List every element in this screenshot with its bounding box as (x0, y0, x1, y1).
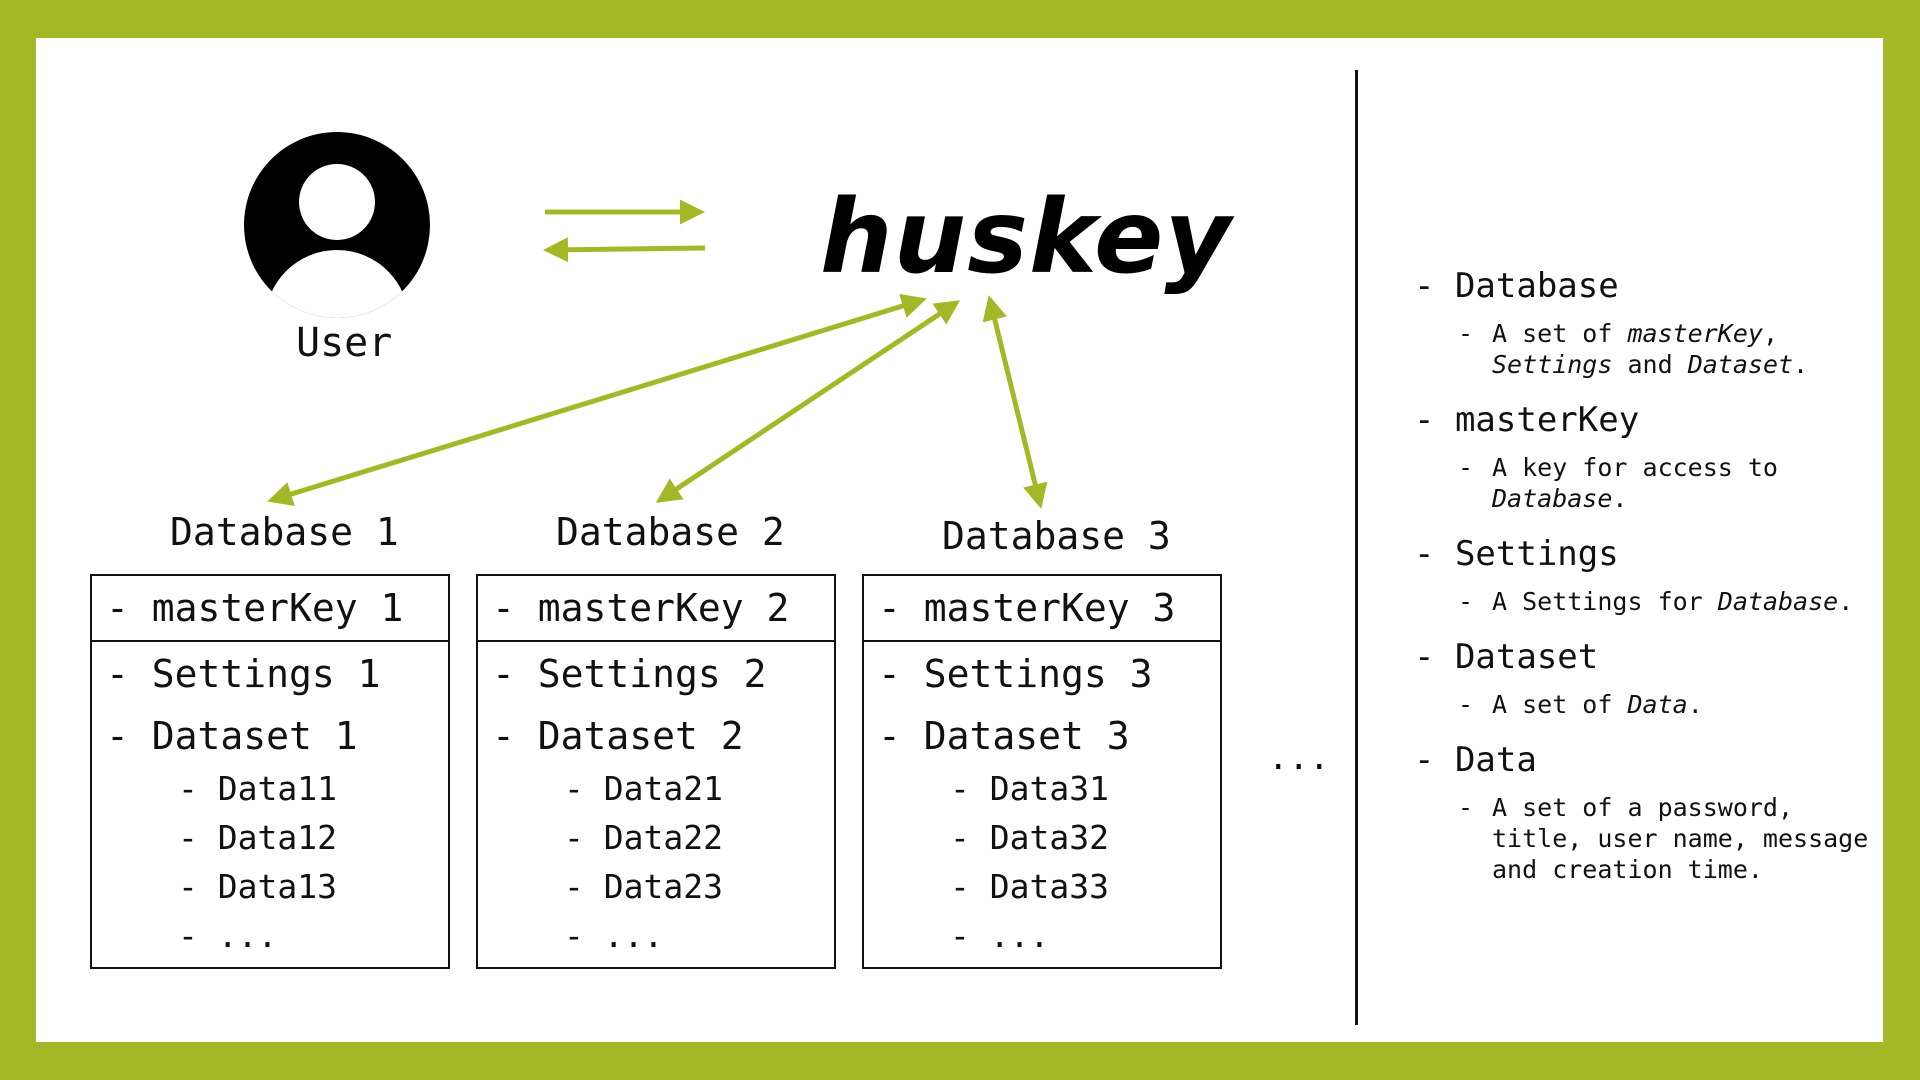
legend-text: and (1612, 350, 1688, 379)
legend-emphasis: Data (1627, 690, 1688, 719)
database-3-masterkey: - masterKey 3 (864, 576, 1220, 642)
legend-term: - masterKey (1414, 400, 1640, 440)
list-item: - Data22 (564, 818, 723, 857)
legend-description: -A set of masterKey, Settings and Datase… (1458, 319, 1809, 379)
list-item: - Data21 (564, 769, 723, 808)
database-1-settings: - Settings 1 (106, 652, 381, 696)
huskey-logo: huskey (820, 178, 1232, 297)
legend-text: A Settings for (1492, 587, 1718, 616)
database-3-dataset: - Dataset 3 (878, 714, 1130, 758)
legend-emphasis: masterKey (1627, 319, 1763, 348)
legend-text: . (1687, 690, 1703, 719)
legend-text: . (1838, 587, 1854, 616)
user-avatar-icon (244, 132, 430, 318)
legend-emphasis: Database (1492, 484, 1613, 513)
legend-term: - Dataset (1414, 637, 1599, 677)
database-2-title: Database 2 (556, 510, 785, 554)
list-item: - Data13 (178, 867, 337, 906)
legend-emphasis: Database (1717, 587, 1839, 616)
legend-term: - Settings (1414, 534, 1619, 574)
legend-description: -A key for access to Database. (1458, 453, 1778, 513)
list-item: - ... (178, 916, 278, 955)
list-item: - Data12 (178, 818, 337, 857)
vertical-divider (1355, 70, 1358, 1025)
database-1-masterkey: - masterKey 1 (92, 576, 448, 642)
legend-emphasis: Settings (1492, 350, 1613, 379)
legend-text: A set of (1492, 319, 1628, 348)
legend-term: - Database (1414, 266, 1619, 306)
list-item: - Data11 (178, 769, 337, 808)
list-item: - ... (564, 916, 664, 955)
list-item: - Data23 (564, 867, 723, 906)
legend-emphasis: Dataset (1687, 350, 1794, 379)
list-item: - ... (950, 916, 1050, 955)
database-1-box: - masterKey 1 - Settings 1 - Dataset 1 -… (90, 574, 450, 969)
database-2-box: - masterKey 2 - Settings 2 - Dataset 2 -… (476, 574, 836, 969)
legend-description: -A set of Data. (1458, 690, 1703, 719)
database-2-masterkey: - masterKey 2 (478, 576, 834, 642)
database-3-box: - masterKey 3 - Settings 3 - Dataset 3 -… (862, 574, 1222, 969)
legend-term: - Data (1414, 740, 1537, 780)
legend-text: . (1612, 484, 1628, 513)
more-databases-indicator: ... (1268, 738, 1330, 778)
legend-description: -A set of a password, title, user name, … (1458, 793, 1869, 884)
list-item: - Data32 (950, 818, 1109, 857)
legend-text: A set of a password, title, user name, m… (1492, 793, 1869, 884)
legend-text: A key for access to (1492, 453, 1778, 482)
legend-description: -A Settings for Database. (1458, 587, 1854, 616)
database-1-title: Database 1 (170, 510, 399, 554)
user-label: User (296, 320, 393, 366)
database-3-title: Database 3 (942, 514, 1171, 558)
database-3-settings: - Settings 3 (878, 652, 1153, 696)
list-item: - Data33 (950, 867, 1109, 906)
legend-text: , (1762, 319, 1778, 348)
legend-text: A set of (1492, 690, 1628, 719)
list-item: - Data31 (950, 769, 1109, 808)
database-2-settings: - Settings 2 (492, 652, 767, 696)
legend-text: . (1793, 350, 1809, 379)
database-1-dataset: - Dataset 1 (106, 714, 358, 758)
legend: - Database -A set of masterKey, Settings … (1414, 266, 1894, 905)
database-2-dataset: - Dataset 2 (492, 714, 744, 758)
